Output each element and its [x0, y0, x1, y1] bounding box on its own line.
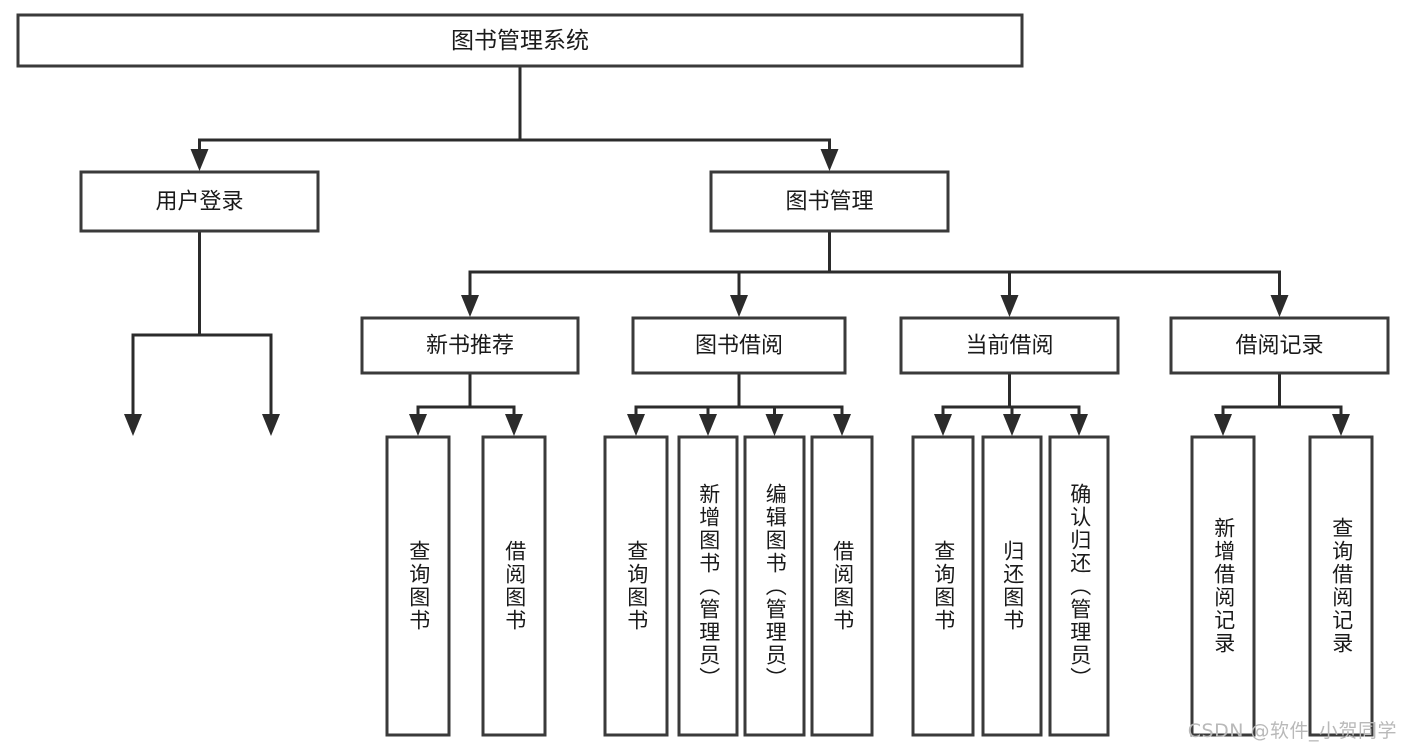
node-查询图书-box[interactable]	[911, 435, 975, 737]
connectors-layer	[124, 64, 1350, 436]
connector-arrow-icon	[820, 149, 839, 171]
node-图书管理-box[interactable]	[709, 170, 950, 233]
node-借阅记录-box[interactable]	[1169, 316, 1390, 375]
node-查询借阅记录-box[interactable]	[1308, 435, 1374, 737]
node-图书管理系统-label: 图书管理系统	[451, 28, 589, 54]
node-编辑图书管理员-box[interactable]	[743, 435, 806, 737]
node-新书推荐-box[interactable]	[360, 316, 580, 375]
node-借阅记录-label: 借阅记录	[1235, 334, 1323, 359]
node-查询图书-box[interactable]	[385, 435, 451, 737]
node-新增图书管理员-box[interactable]	[677, 435, 739, 737]
node-新书推荐-label: 新书推荐	[426, 334, 514, 359]
connector-arrow-icon	[699, 414, 717, 436]
connector-arrow-icon	[1003, 414, 1021, 436]
node-当前借阅-box[interactable]	[899, 316, 1120, 375]
node-图书借阅-label: 图书借阅	[695, 334, 783, 359]
connector-arrow-icon	[730, 295, 748, 317]
connector-arrow-icon	[627, 414, 645, 436]
connector-arrow-icon	[1070, 414, 1088, 436]
connector-arrow-icon	[190, 149, 209, 171]
node-查询图书-box[interactable]	[603, 435, 669, 737]
connector-arrow-icon	[833, 414, 851, 436]
node-归还图书-box[interactable]	[981, 435, 1043, 737]
connector-arrow-icon	[461, 295, 479, 317]
node-借阅图书-box[interactable]	[810, 435, 874, 737]
node-用户登录-label: 用户登录	[155, 190, 243, 215]
node-用户登录-box[interactable]	[79, 170, 320, 233]
node-新增借阅记录-box[interactable]	[1190, 435, 1256, 737]
node-当前借阅-label: 当前借阅	[965, 334, 1053, 359]
node-图书借阅-box[interactable]	[631, 316, 847, 375]
node-确认归还管理员-box[interactable]	[1048, 435, 1110, 737]
node-图书管理-label: 图书管理	[785, 190, 873, 215]
connector-arrow-icon	[765, 414, 784, 436]
connector-arrow-icon	[934, 414, 952, 436]
connector-arrow-icon	[124, 414, 142, 436]
connector-arrow-icon	[1214, 414, 1232, 436]
connector-arrow-icon	[1332, 414, 1350, 436]
connector-arrow-icon	[409, 414, 427, 436]
connector-arrow-icon	[262, 414, 280, 436]
node-借阅图书-box[interactable]	[481, 435, 547, 737]
csdn-watermark: CSDN @软件_小贺同学	[1187, 720, 1397, 742]
connector-arrow-icon	[1270, 295, 1289, 317]
connector-arrow-icon	[1000, 295, 1019, 317]
node-图书管理系统-box[interactable]	[16, 13, 1024, 68]
connector-arrow-icon	[505, 414, 523, 436]
node-boxes-layer	[16, 13, 1390, 737]
